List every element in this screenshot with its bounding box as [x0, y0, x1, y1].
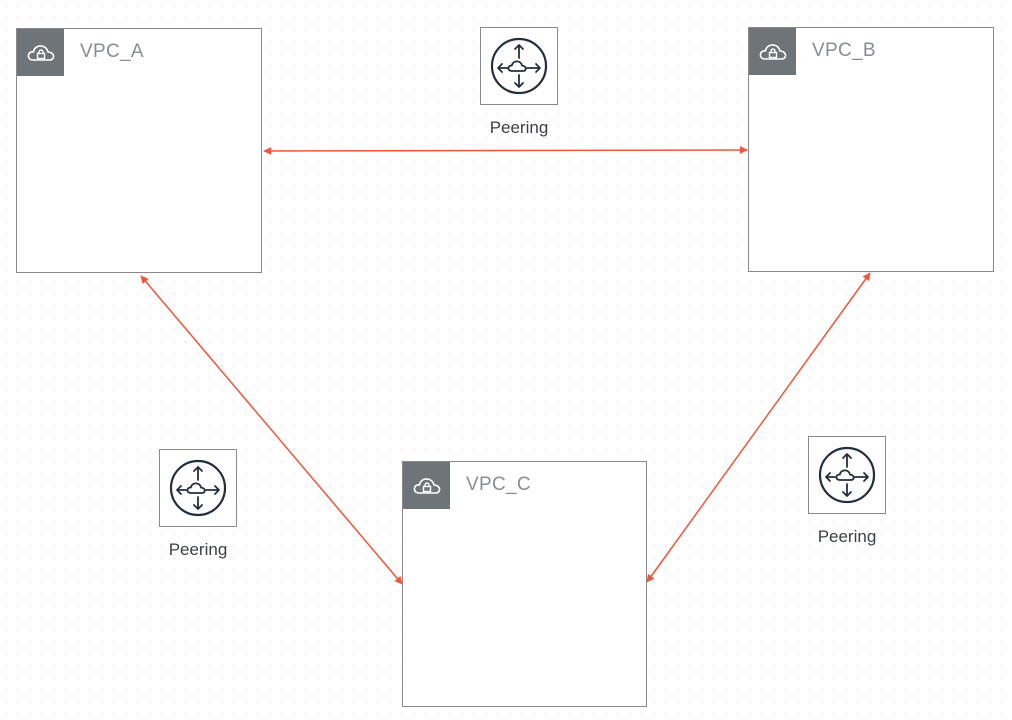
peering-connection-icon — [480, 27, 558, 105]
vpc-cloud-lock-icon — [17, 29, 64, 76]
link-vpc-b-vpc-c[interactable] — [646, 272, 871, 583]
peering-connection-icon — [159, 449, 237, 527]
peering-ab-label: Peering — [489, 118, 549, 137]
vpc-a-label: VPC_A — [80, 41, 144, 62]
vpc-cloud-lock-icon — [403, 462, 450, 509]
peering-ac-label: Peering — [168, 540, 228, 559]
vpc-a-container[interactable]: VPC_A — [16, 28, 262, 273]
vpc-cloud-lock-icon — [749, 28, 796, 75]
vpc-c-label: VPC_C — [466, 474, 531, 495]
vpc-b-container[interactable]: VPC_B — [748, 27, 994, 272]
peering-bc-label: Peering — [817, 527, 877, 546]
link-vpc-a-vpc-b[interactable] — [263, 146, 748, 155]
vpc-b-label: VPC_B — [812, 40, 876, 61]
peering-connection-icon — [808, 436, 886, 514]
link-vpc-a-vpc-c[interactable] — [140, 275, 403, 585]
vpc-c-container[interactable]: VPC_C — [402, 461, 647, 707]
